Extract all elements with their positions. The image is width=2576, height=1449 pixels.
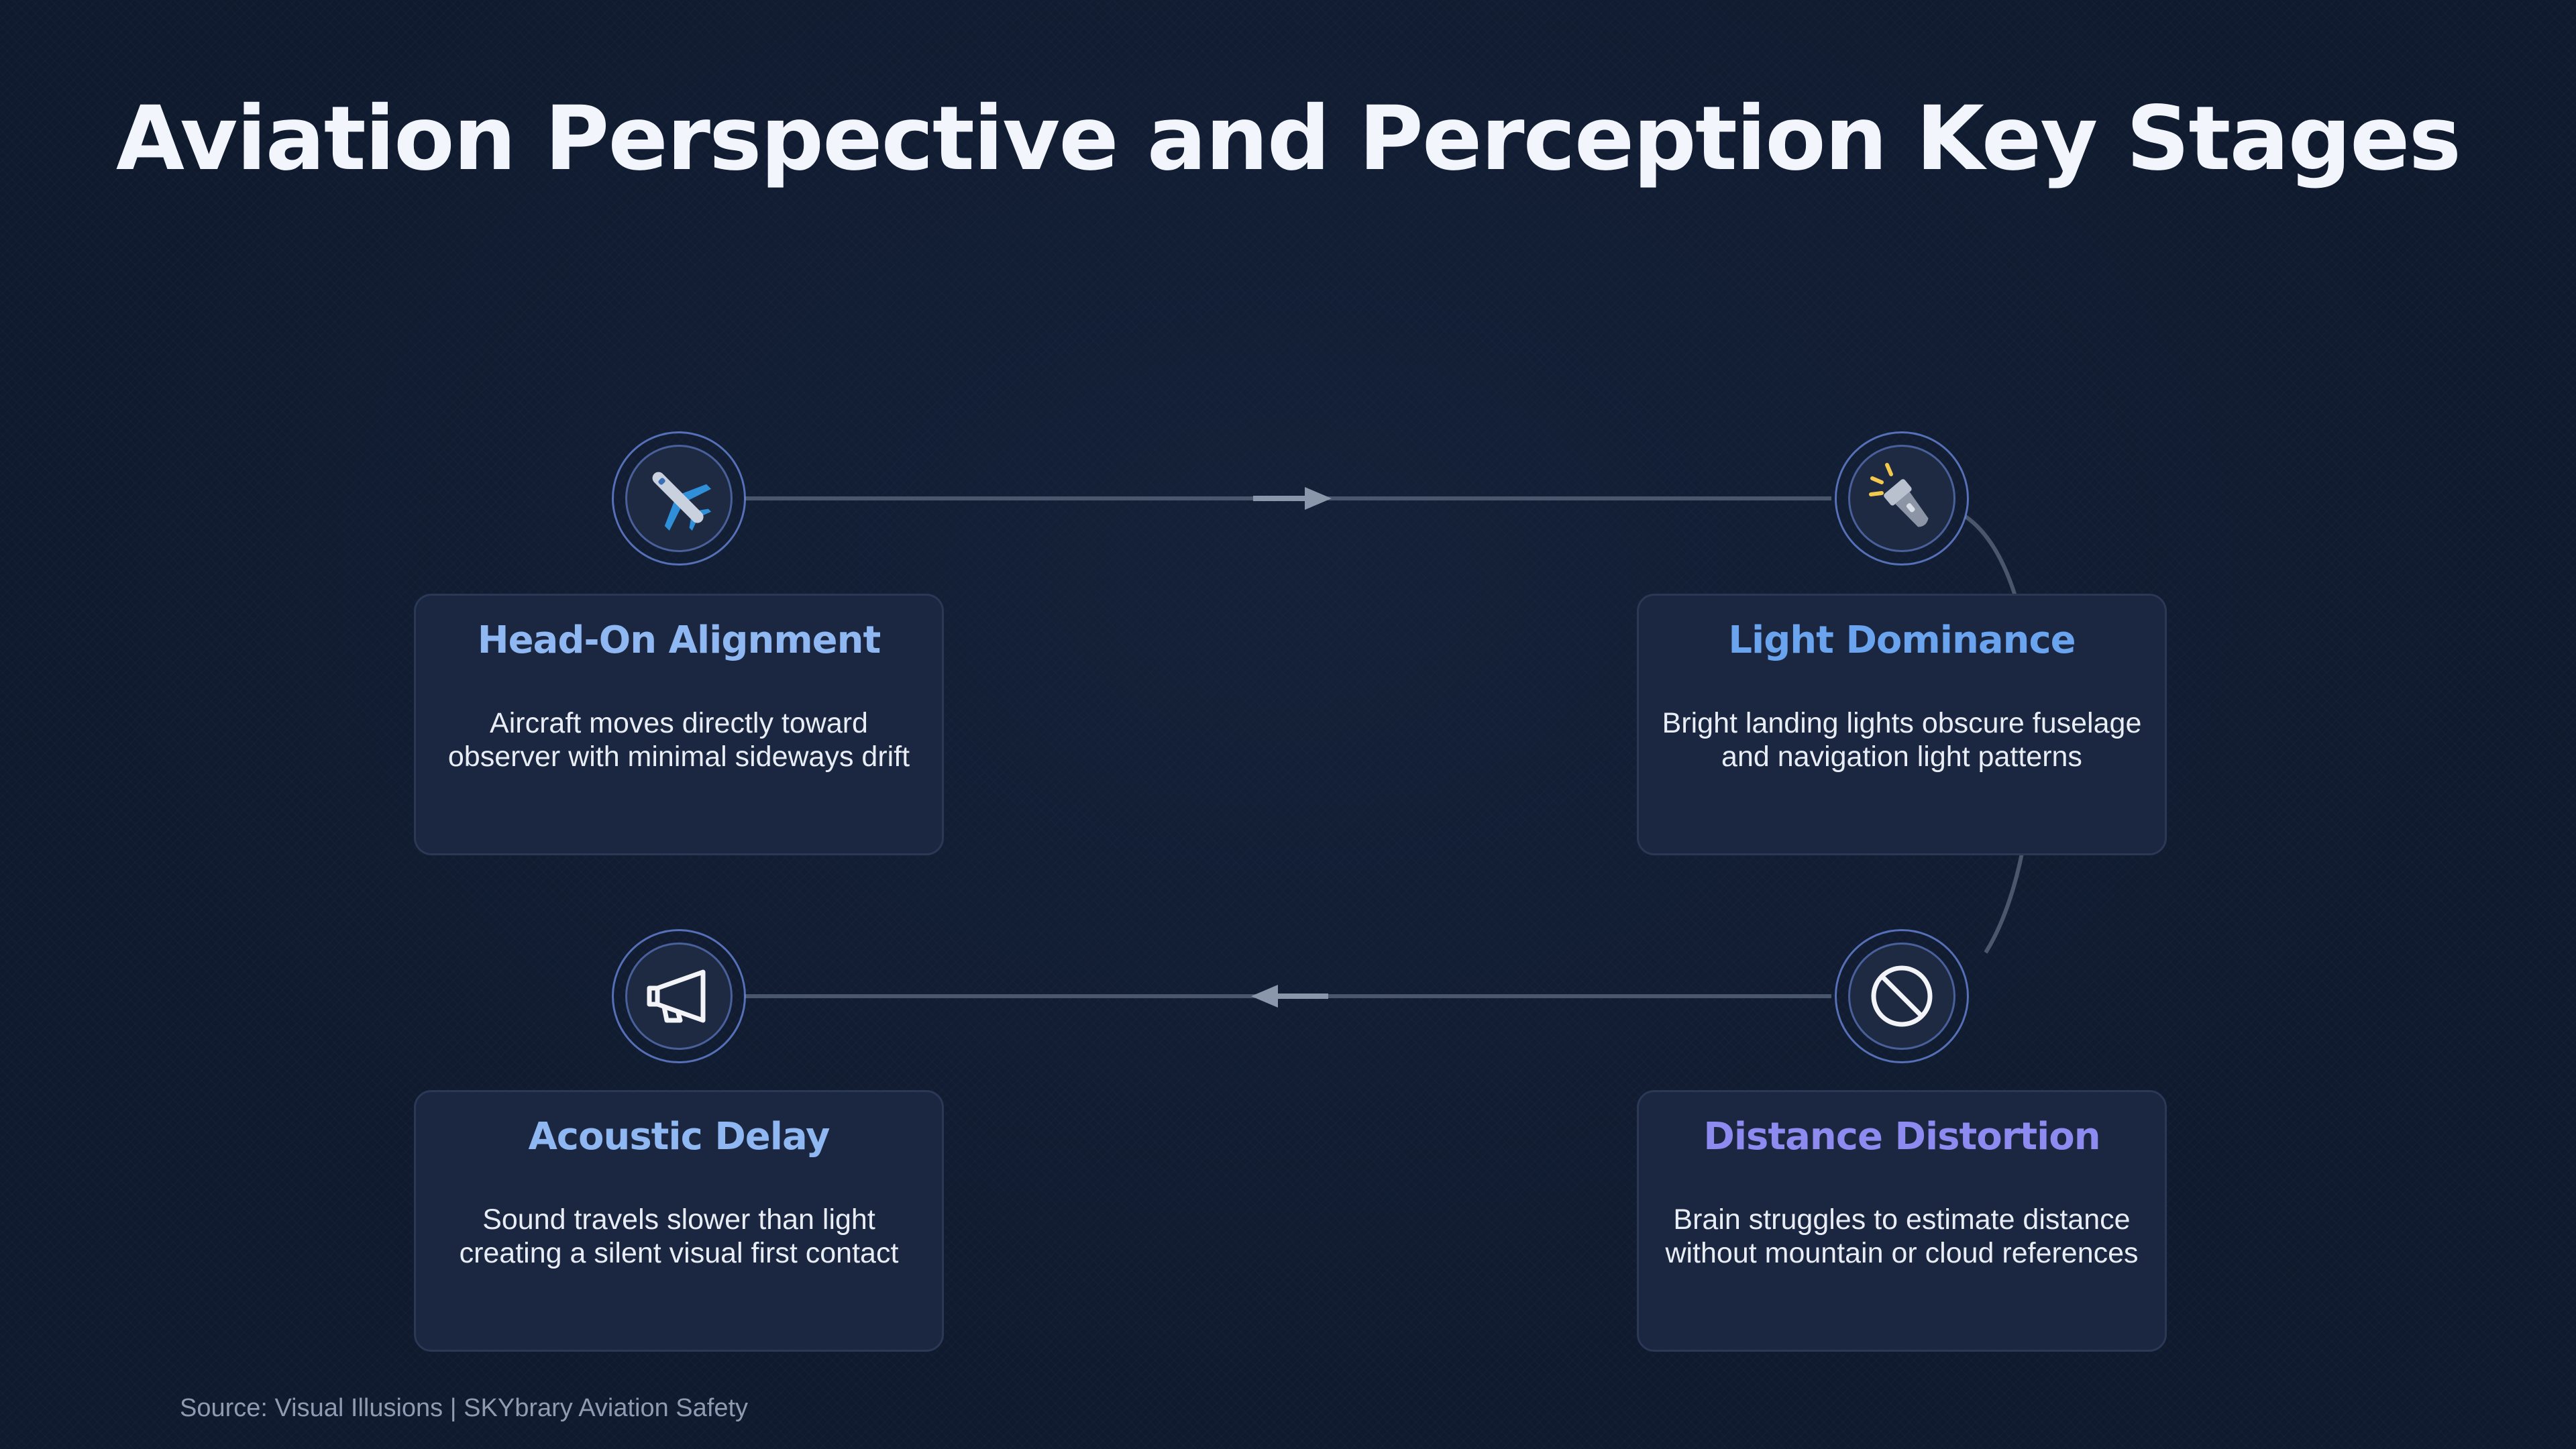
- stage-description-line: Sound travels slower than light: [482, 1203, 875, 1236]
- stage-title: Distance Distortion: [1703, 1115, 2100, 1159]
- stage-node-light-dominance: [1835, 431, 1969, 566]
- stage-description-line: creating a silent visual first contact: [459, 1237, 899, 1269]
- stage-title: Light Dominance: [1728, 619, 2076, 662]
- arrow-right-head: [1305, 487, 1332, 510]
- megaphone-icon: [647, 969, 706, 1023]
- stage-description-line: Aircraft moves directly toward: [490, 707, 868, 739]
- stage-card-distance-distortion: Distance Distortion Brain struggles to e…: [1637, 1090, 2167, 1352]
- arrow-left-head: [1251, 985, 1278, 1008]
- stage-description-line: without mountain or cloud references: [1665, 1237, 2139, 1269]
- stage-description: Bright landing lights obscure fuselage a…: [1659, 706, 2145, 773]
- stage-title: Acoustic Delay: [528, 1115, 830, 1159]
- flashlight-icon: [1869, 463, 1929, 527]
- source-credit: Source: Visual Illusions | SKYbrary Avia…: [180, 1394, 749, 1422]
- stage-node-distance-distortion: [1835, 929, 1969, 1063]
- stage-description: Aircraft moves directly toward observer …: [436, 706, 922, 773]
- stage-description: Brain struggles to estimate distance wit…: [1659, 1203, 2145, 1270]
- stage-card-light-dominance: Light Dominance Bright landing lights ob…: [1637, 594, 2167, 855]
- prohibited-icon: [1871, 965, 1933, 1027]
- stage-card-head-on-alignment: Head-On Alignment Aircraft moves directl…: [414, 594, 944, 855]
- stage-description-line: Bright landing lights obscure fuselage: [1662, 707, 2142, 739]
- stage-description: Sound travels slower than light creating…: [436, 1203, 922, 1270]
- stage-description-line: and navigation light patterns: [1721, 741, 2082, 773]
- stage-node-acoustic-delay: [612, 929, 746, 1063]
- page-title: Aviation Perspective and Perception Key …: [115, 87, 2461, 191]
- airplane-icon: [652, 472, 712, 531]
- stage-description-line: Brain struggles to estimate distance: [1673, 1203, 2131, 1236]
- stage-card-acoustic-delay: Acoustic Delay Sound travels slower than…: [414, 1090, 944, 1352]
- stage-description-line: observer with minimal sideways drift: [447, 741, 910, 773]
- stage-title: Head-On Alignment: [477, 619, 881, 662]
- stage-node-head-on-alignment: [612, 431, 746, 566]
